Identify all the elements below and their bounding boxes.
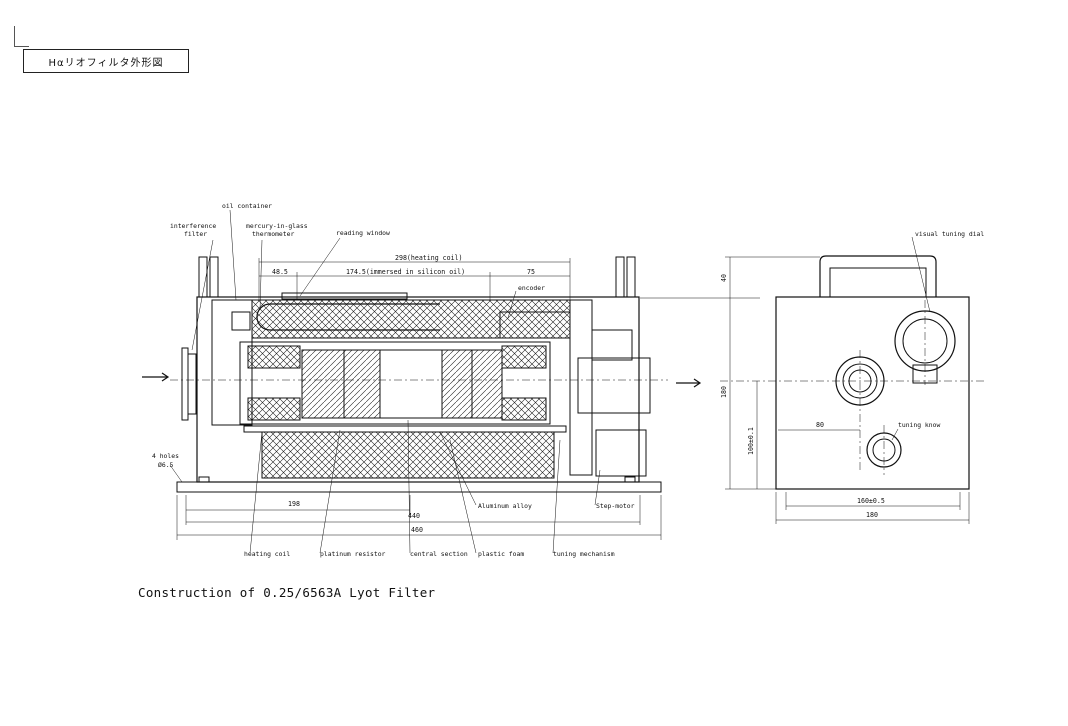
crystal-1 bbox=[301, 349, 345, 419]
label-holes-1: 4 holes bbox=[152, 452, 179, 460]
foot-left bbox=[198, 476, 210, 483]
crystal-5 bbox=[471, 349, 503, 419]
page-title: Hαリオフィルタ外形図 bbox=[23, 49, 189, 73]
light-out-arrow bbox=[676, 378, 702, 388]
label-platinum-resistor: platinum resistor bbox=[320, 550, 386, 558]
label-aluminum-alloy: Aluminum alloy bbox=[478, 502, 532, 510]
dim-48-5: 48.5 bbox=[272, 268, 288, 276]
main-housing bbox=[196, 296, 640, 483]
upper-insulation bbox=[251, 299, 571, 339]
thermometer-tube bbox=[256, 303, 440, 331]
label-interference-1: interference bbox=[170, 222, 216, 230]
label-encoder: encoder bbox=[518, 284, 545, 292]
crystal-4 bbox=[441, 349, 473, 419]
dim-180-h: 180 bbox=[866, 511, 878, 519]
side-view bbox=[142, 209, 760, 554]
label-central-section: central section bbox=[410, 550, 468, 558]
dim-100: 100±0.1 bbox=[747, 427, 755, 455]
base-plate bbox=[176, 481, 662, 493]
label-oil-container: oil container bbox=[222, 202, 272, 210]
label-reading-window: reading window bbox=[336, 229, 390, 237]
reading-window-frame bbox=[281, 292, 408, 300]
dim-75: 75 bbox=[527, 268, 535, 276]
label-plastic-foam: plastic foam bbox=[478, 550, 524, 558]
dim-174-5: 174.5(immersed in silicon oil) bbox=[346, 268, 465, 276]
interference-filter-plate bbox=[181, 347, 189, 421]
eyepiece-housing bbox=[577, 357, 651, 414]
end-view bbox=[720, 236, 985, 524]
page-corner-mark bbox=[14, 26, 29, 47]
dim-heating-coil: 298(heating coil) bbox=[395, 254, 463, 262]
dim-180-v: 180 bbox=[720, 386, 728, 398]
step-motor-body bbox=[595, 429, 647, 477]
lower-insulation bbox=[261, 431, 555, 479]
interference-filter-mount bbox=[187, 353, 197, 415]
rod-left-2 bbox=[209, 256, 219, 298]
crystal-3 bbox=[379, 349, 443, 419]
light-in-arrow bbox=[142, 372, 170, 382]
label-heating-coil: heating coil bbox=[244, 550, 290, 558]
rod-right-1 bbox=[615, 256, 625, 298]
label-tuning-mechanism: tuning mechanism bbox=[553, 550, 615, 558]
label-thermometer-2: thermometer bbox=[252, 230, 294, 238]
dim-160: 160±0.5 bbox=[857, 497, 885, 505]
label-holes-2: Ø6.5 bbox=[158, 461, 174, 469]
oil-container-cap bbox=[231, 311, 251, 331]
rod-right-2 bbox=[626, 256, 636, 298]
tuning-mechanism-frame bbox=[569, 299, 593, 476]
dim-80: 80 bbox=[816, 421, 824, 429]
label-visual-tuning-dial: visual tuning dial bbox=[915, 230, 984, 238]
aluminum-plate bbox=[243, 425, 567, 433]
dim-198: 198 bbox=[288, 500, 300, 508]
encoder-housing bbox=[591, 329, 633, 361]
dim-40: 40 bbox=[720, 274, 728, 282]
dim-440: 440 bbox=[408, 512, 420, 520]
encoder-block bbox=[499, 311, 571, 339]
optical-tube bbox=[239, 341, 551, 425]
label-interference-2: filter bbox=[184, 230, 207, 238]
label-step-motor: Step-motor bbox=[596, 502, 635, 510]
end-view-body bbox=[775, 296, 970, 490]
foot-right bbox=[624, 476, 636, 483]
crystal-2 bbox=[343, 349, 381, 419]
label-tuning-knob: tuning know bbox=[898, 421, 940, 429]
figure-caption: Construction of 0.25/6563A Lyot Filter bbox=[138, 585, 436, 600]
label-thermometer-1: mercury-in-glass bbox=[246, 222, 308, 230]
dim-460: 460 bbox=[411, 526, 423, 534]
